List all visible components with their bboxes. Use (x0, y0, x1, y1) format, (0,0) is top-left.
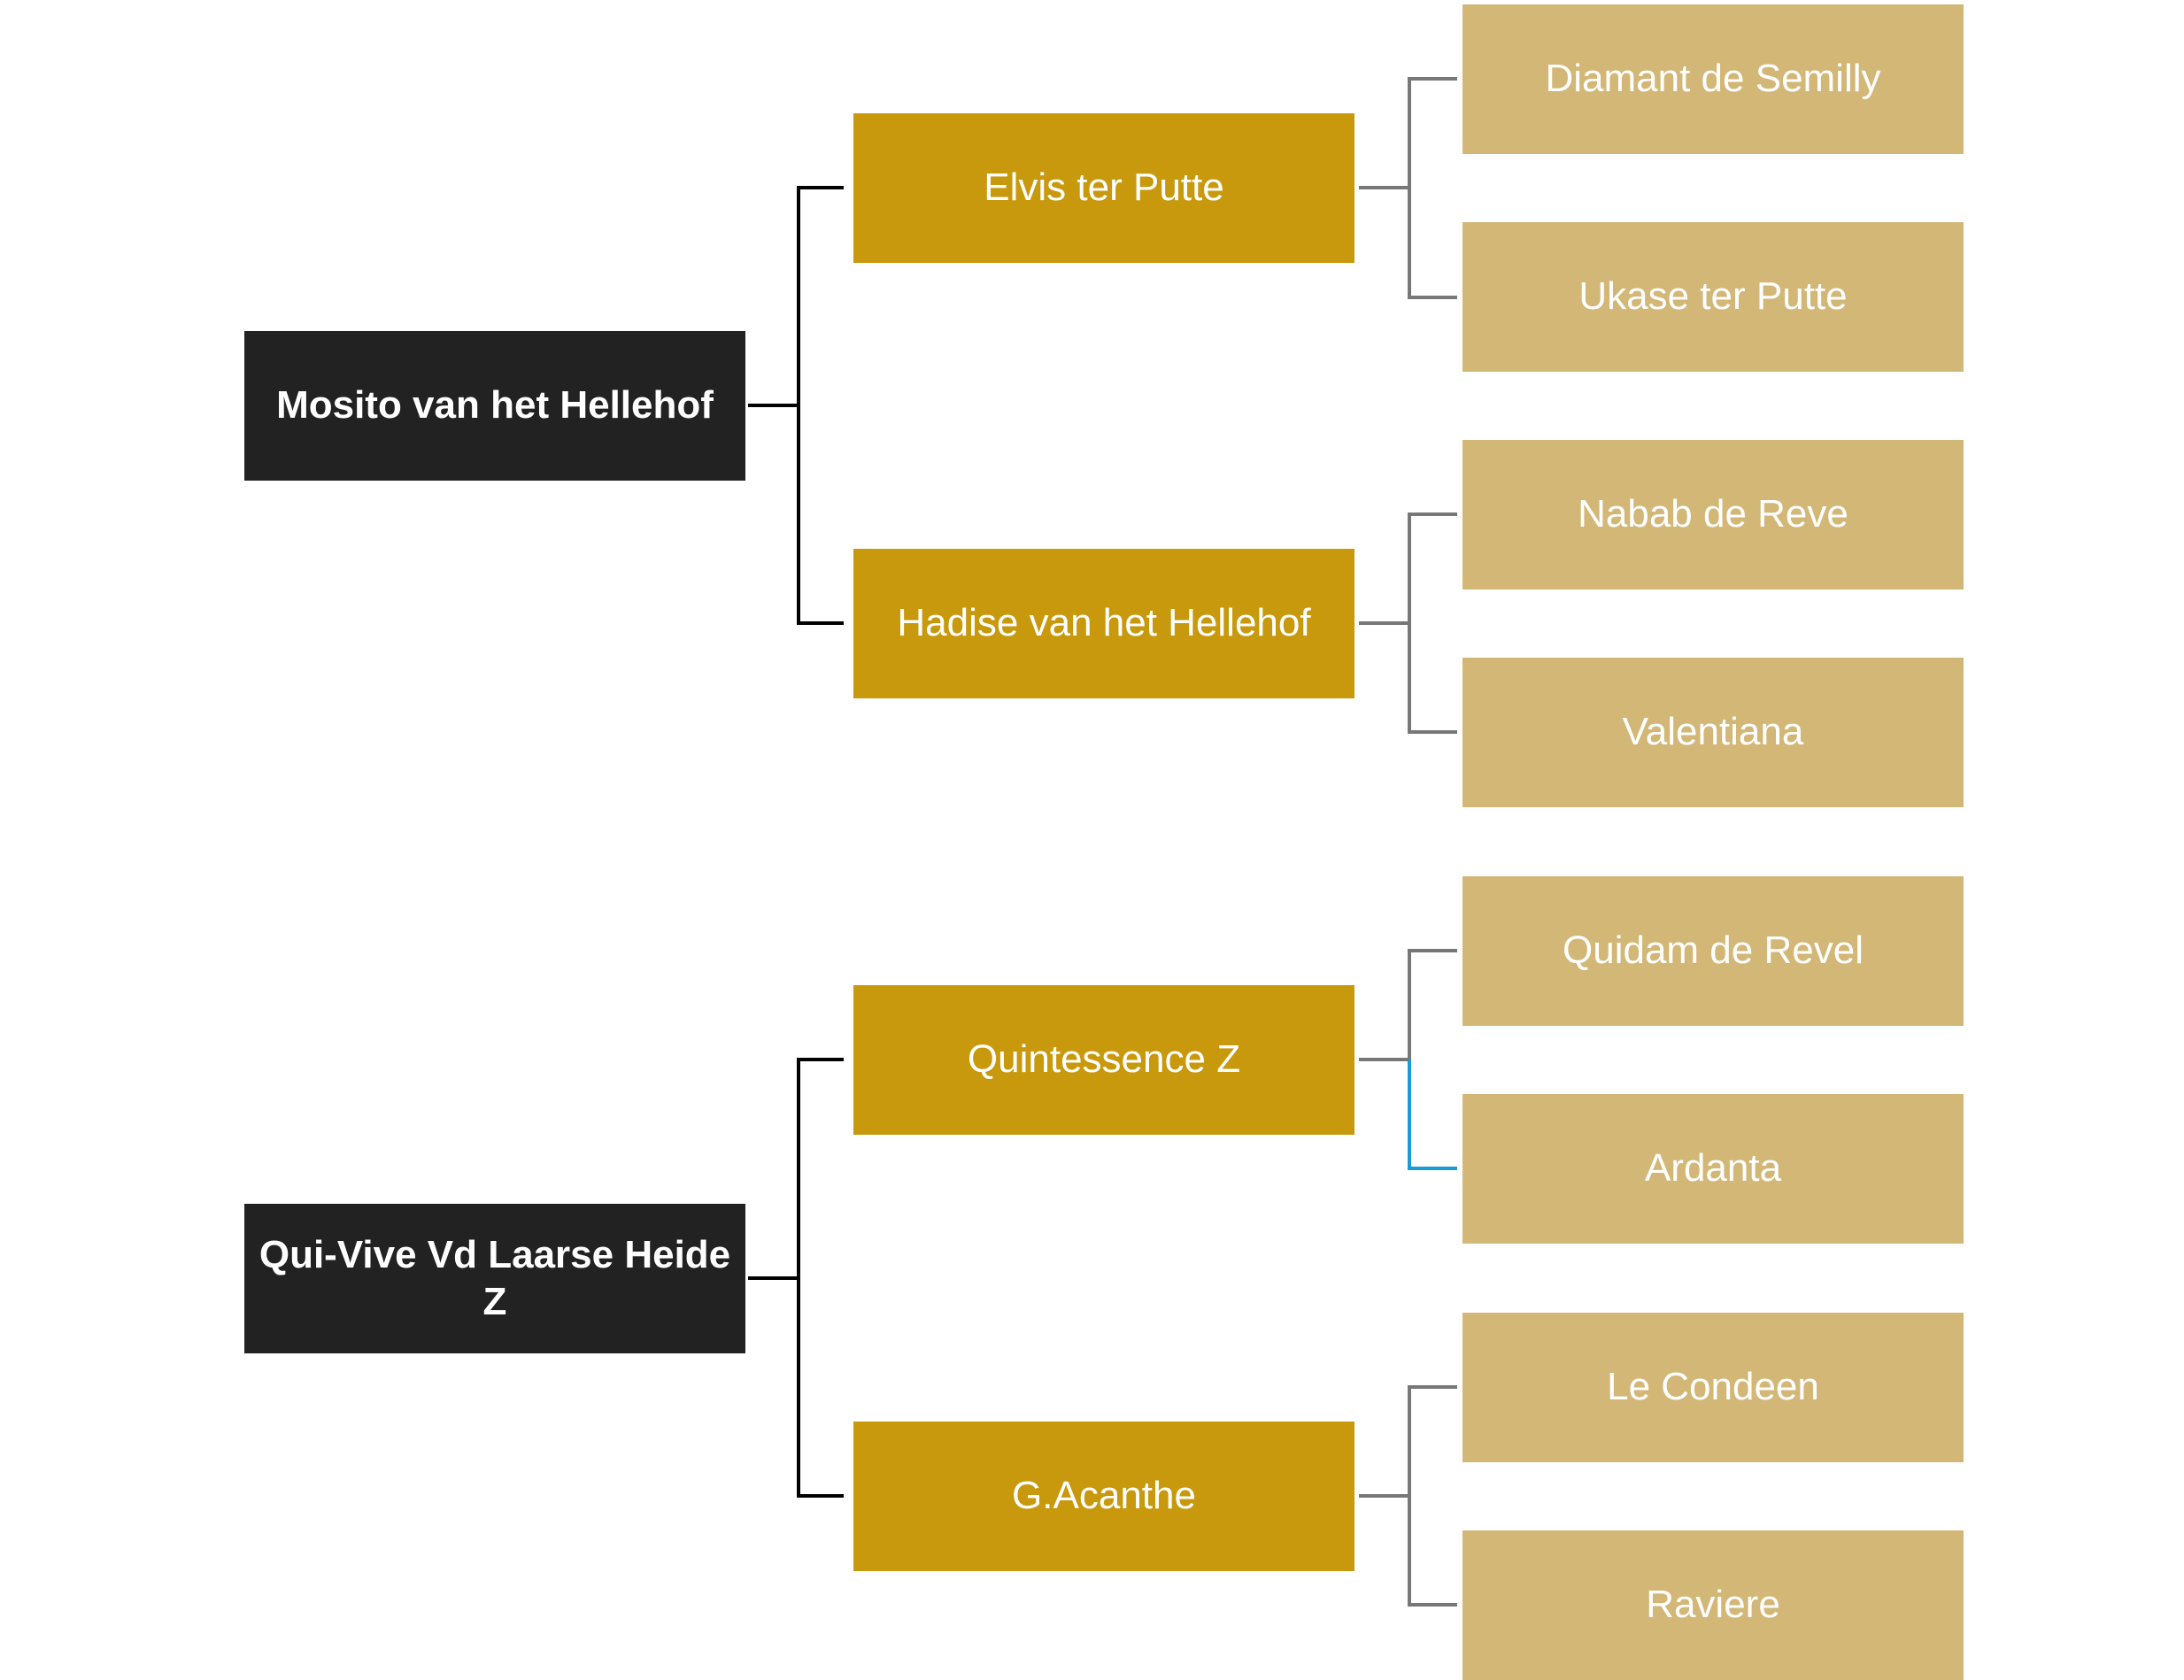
sire-sire-sire-name: Diamant de Semilly (1545, 57, 1881, 101)
connector-hadise (1359, 512, 1457, 734)
sire-dam-name: Hadise van het Hellehof (897, 601, 1311, 645)
dam-sire-box: Quintessence Z (853, 985, 1354, 1135)
dam-dam-sire-name: Le Condeen (1607, 1365, 1819, 1409)
sire-dam-dam-box: Valentiana (1462, 658, 1964, 807)
sire-dam-dam-name: Valentiana (1622, 710, 1804, 754)
dam-sire-sire-box: Quidam de Revel (1462, 876, 1964, 1026)
dam-dam-sire-box: Le Condeen (1462, 1313, 1964, 1462)
dam-sire-dam-box: Ardanta (1462, 1094, 1964, 1244)
sire-name: Mosito van het Hellehof (276, 383, 714, 428)
connector-elvis-ter-putte (1359, 77, 1457, 299)
dam-dam-dam-name: Raviere (1646, 1583, 1780, 1627)
connector-dam-root (748, 1058, 844, 1498)
dam-sire-sire-name: Quidam de Revel (1563, 929, 1864, 973)
dam-sire-dam-name: Ardanta (1644, 1146, 1782, 1191)
dam-sire-name: Quintessence Z (967, 1037, 1241, 1082)
sire-sire-dam-box: Ukase ter Putte (1462, 222, 1964, 372)
dam-name: Qui-Vive Vd Laarse Heide Z (259, 1232, 731, 1323)
sire-dam-box: Hadise van het Hellehof (853, 549, 1354, 698)
connector-g-acanthe (1359, 1385, 1457, 1607)
dam-dam-box: G.Acanthe (853, 1422, 1354, 1571)
connector-quintessence (1359, 949, 1457, 1061)
dam-dam-name: G.Acanthe (1012, 1474, 1196, 1518)
sire-box: Mosito van het Hellehof (244, 331, 745, 481)
sire-sire-name: Elvis ter Putte (984, 166, 1224, 210)
sire-dam-sire-name: Nabab de Reve (1578, 492, 1848, 536)
dam-dam-dam-box: Raviere (1462, 1530, 1964, 1680)
sire-sire-sire-box: Diamant de Semilly (1462, 4, 1964, 154)
dam-box: Qui-Vive Vd Laarse Heide Z (244, 1204, 745, 1353)
connector-quintessence-highlight (1408, 1060, 1457, 1170)
connector-sire-root (748, 186, 844, 625)
sire-dam-sire-box: Nabab de Reve (1462, 440, 1964, 590)
sire-sire-dam-name: Ukase ter Putte (1578, 274, 1848, 319)
sire-sire-box: Elvis ter Putte (853, 113, 1354, 263)
